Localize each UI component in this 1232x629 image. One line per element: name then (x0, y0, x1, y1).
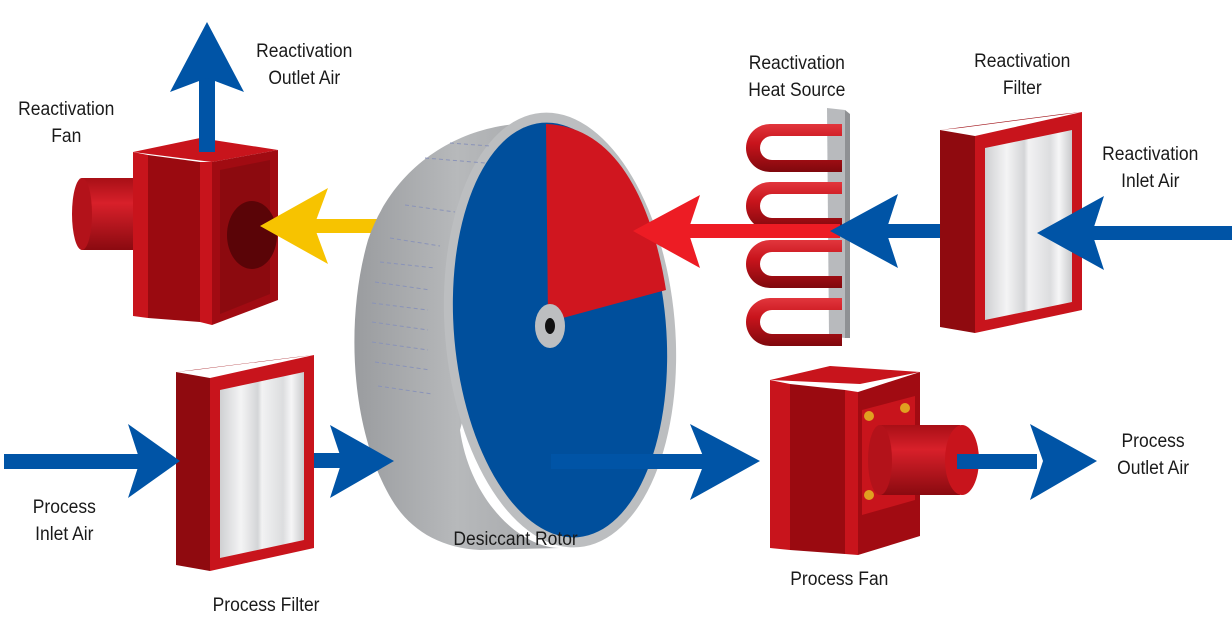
dried-process-air-arrow (551, 424, 760, 500)
desiccant-rotor (354, 112, 677, 551)
process-fan-body (790, 384, 845, 554)
label-line: Heat Source (748, 80, 846, 101)
label-line: Process (32, 497, 96, 518)
reactivation-fan (72, 138, 278, 325)
process-filter-media (220, 372, 304, 558)
label-process-inlet-air: Process Inlet Air (33, 494, 96, 548)
reactivation-heat-source (746, 108, 850, 346)
rotor-reactivation-sector (546, 124, 666, 322)
heated-reactivation-air-arrow (633, 195, 840, 268)
reactivation-fan-intake-hole (227, 201, 277, 269)
heating-coil (746, 182, 842, 230)
label-line: Fan (51, 126, 82, 147)
label-reactivation-inlet-air: Reactivation Inlet Air (1102, 141, 1198, 195)
label-line: Inlet Air (35, 524, 94, 545)
label-line: Desiccant Rotor (453, 529, 578, 550)
bolt (864, 411, 874, 421)
reactivation-fan-inlet-cylinder (72, 178, 142, 250)
label-line: Reactivation (256, 41, 353, 62)
process-fan-front (770, 380, 790, 550)
process-inlet-air-arrow (4, 424, 180, 498)
reactivation-filter-side (940, 130, 975, 333)
reactivation-filter (940, 112, 1082, 333)
label-reactivation-heat-source: Reactivation Heat Source (748, 50, 845, 104)
label-process-fan: Process Fan (790, 566, 888, 593)
process-fan-outlet-cylinder (868, 425, 979, 495)
label-line: Reactivation (1102, 144, 1199, 165)
reactivation-fan-body (148, 155, 200, 322)
heating-coil (746, 240, 842, 288)
reactivation-fan-front (133, 152, 148, 318)
reactivation-filter-media (985, 130, 1072, 320)
process-fan-side (845, 390, 858, 555)
rotor-axle (545, 318, 555, 334)
reactivation-inlet-air-arrow (1037, 196, 1232, 270)
label-line: Reactivation (748, 53, 845, 74)
wet-reactivation-air-arrow (260, 188, 390, 264)
process-fan-top (770, 366, 920, 384)
reactivation-fan-side (200, 162, 212, 325)
process-filter (176, 355, 314, 571)
label-line: Process (1121, 431, 1185, 452)
label-line: Process Fan (790, 569, 889, 590)
label-line: Process Filter (212, 595, 320, 616)
process-filter-side (176, 372, 210, 571)
label-reactivation-fan: Reactivation Fan (18, 96, 114, 150)
label-line: Inlet Air (1121, 171, 1180, 192)
heating-coil (746, 124, 842, 172)
process-outlet-air-arrow (957, 424, 1097, 500)
label-line: Filter (1002, 78, 1042, 99)
process-filter-top (176, 355, 314, 372)
label-reactivation-filter: Reactivation Filter (974, 48, 1070, 102)
label-line: Outlet Air (1117, 458, 1190, 479)
label-line: Outlet Air (268, 68, 341, 89)
label-process-outlet-air: Process Outlet Air (1117, 428, 1189, 482)
filtered-reactivation-air-arrow (830, 194, 942, 268)
rotor-rim-lines (371, 142, 491, 395)
heating-coil (746, 298, 842, 346)
bolt (900, 403, 910, 413)
heating-coils (746, 124, 842, 346)
reactivation-outlet-air-arrow (170, 22, 244, 152)
label-process-filter: Process Filter (213, 592, 320, 619)
reactivation-filter-top (940, 112, 1082, 130)
label-desiccant-rotor: Desiccant Rotor (453, 526, 577, 553)
label-line: Reactivation (974, 51, 1071, 72)
label-reactivation-outlet-air: Reactivation Outlet Air (256, 38, 352, 92)
process-fan (770, 366, 979, 555)
bolt (864, 490, 874, 500)
label-line: Reactivation (18, 99, 115, 120)
